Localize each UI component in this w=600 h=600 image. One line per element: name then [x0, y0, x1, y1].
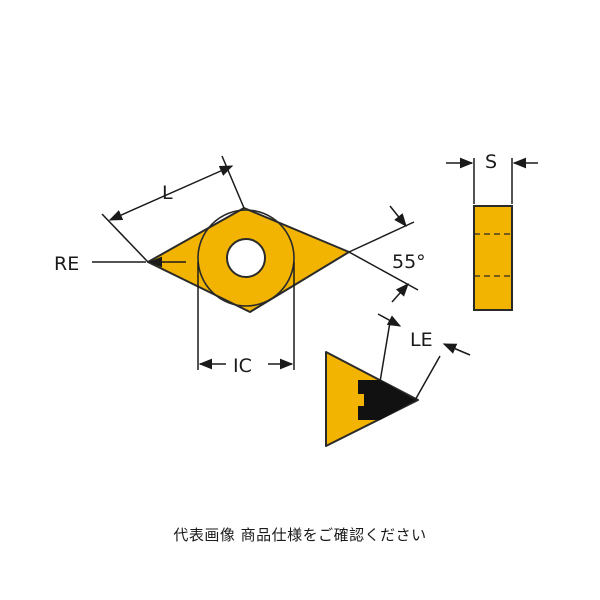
- inscribed-circle: [197, 209, 295, 307]
- corner-radius-dimension: RE: [54, 253, 186, 275]
- center-hole: [226, 238, 266, 278]
- edge-detail-view: LE: [325, 313, 471, 447]
- corner-radius-label: RE: [54, 253, 79, 275]
- cutting-edge-mark: [358, 380, 416, 420]
- thickness-label: S: [485, 151, 497, 173]
- edge-length-label: LE: [410, 329, 433, 351]
- caption: 代表画像 商品仕様をご確認ください: [173, 526, 427, 544]
- angle-dimension: 55°: [348, 205, 426, 303]
- insert-top-view: [147, 207, 350, 313]
- length-dimension: L: [101, 155, 245, 263]
- insert-side: [473, 205, 513, 311]
- angle-label: 55°: [392, 251, 426, 273]
- inscribed-circle-dimension: IC: [197, 262, 295, 377]
- inscribed-circle-label: IC: [233, 355, 252, 377]
- length-label: L: [162, 182, 173, 204]
- insert-side-view: S: [446, 151, 538, 311]
